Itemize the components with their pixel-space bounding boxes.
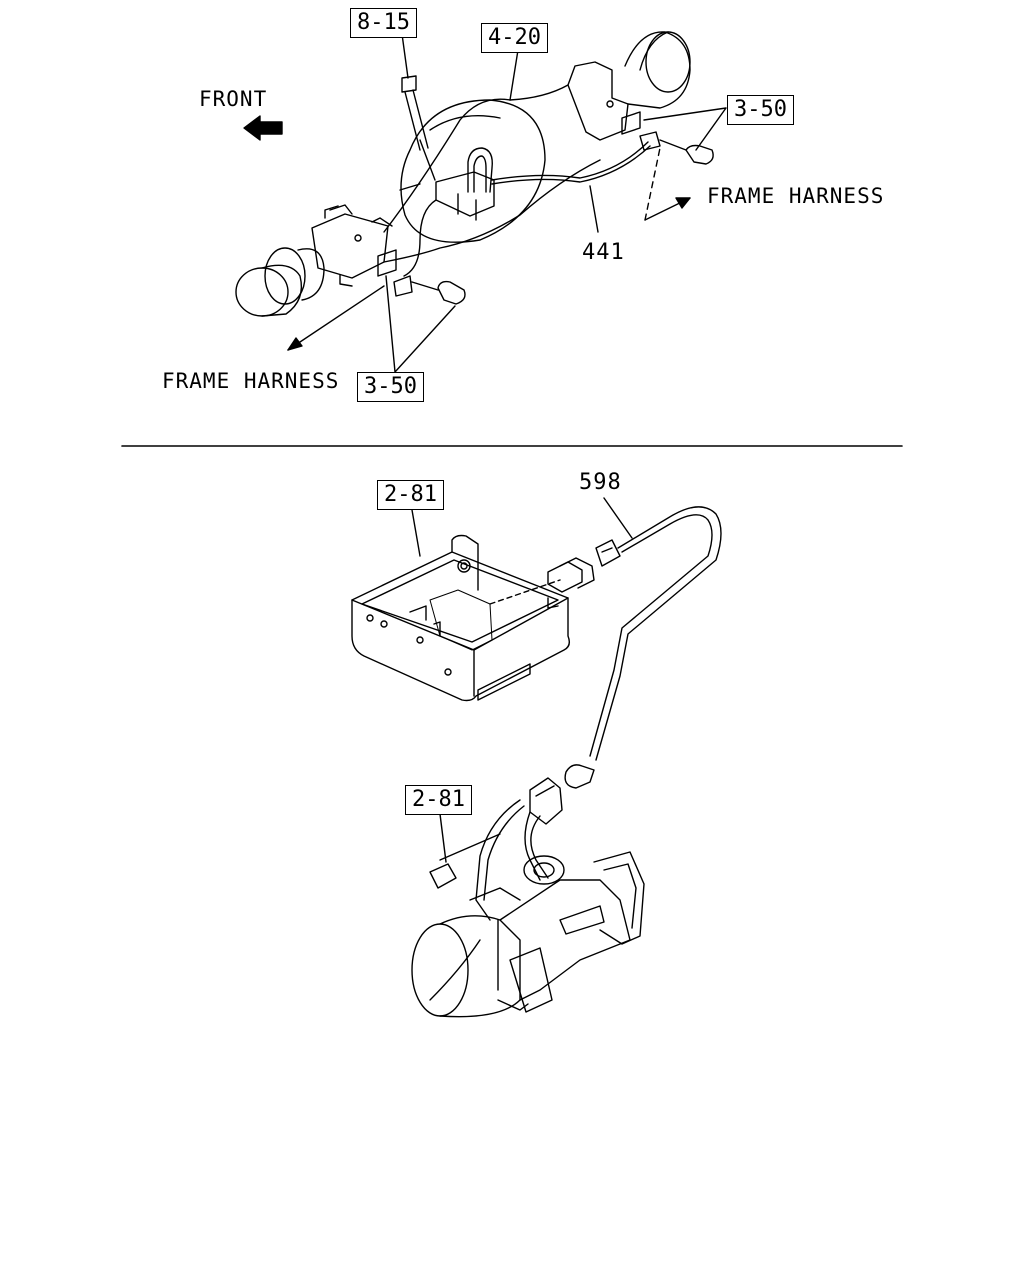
connector-upper [547,539,621,593]
connector-left [377,249,413,297]
ref-box-2-81-top: 2-81 [377,480,448,514]
rear-axle-assembly [235,31,691,317]
starter-motor [411,851,645,1018]
frame-harness-label-right: FRAME HARNESS [707,184,885,208]
bolt-right [659,139,714,165]
ref-box-2-81-bottom: 2-81 [405,785,476,819]
breather-hose [435,147,495,221]
frame-harness-label-left: FRAME HARNESS [162,369,340,393]
bolt-8-15 [401,75,436,181]
controller-bracket [351,534,571,702]
front-label: FRONT [199,87,268,111]
ref-box-3-50-right: 3-50 [727,95,798,129]
leader-lines-top [385,33,727,373]
ref-box-4-20: 4-20 [481,23,552,57]
connector-right [621,111,661,151]
ref-box-3-50-bottom: 3-50 [357,372,428,406]
frame-harness-arrow-right [644,147,691,221]
starter-wiring [475,799,549,921]
ref-box-8-15: 8-15 [350,8,421,42]
starter-clip [429,833,501,889]
part-number-441: 441 [582,240,625,265]
frame-harness-arrow-left [287,285,385,351]
wiring-harness-598 [589,506,722,761]
part-number-598: 598 [579,470,622,495]
leader-lines-bottom [411,497,633,863]
bolt-left [411,280,466,305]
wiring-harness-441 [403,141,651,277]
front-arrow-icon [243,115,283,141]
connector-lower [529,764,595,825]
